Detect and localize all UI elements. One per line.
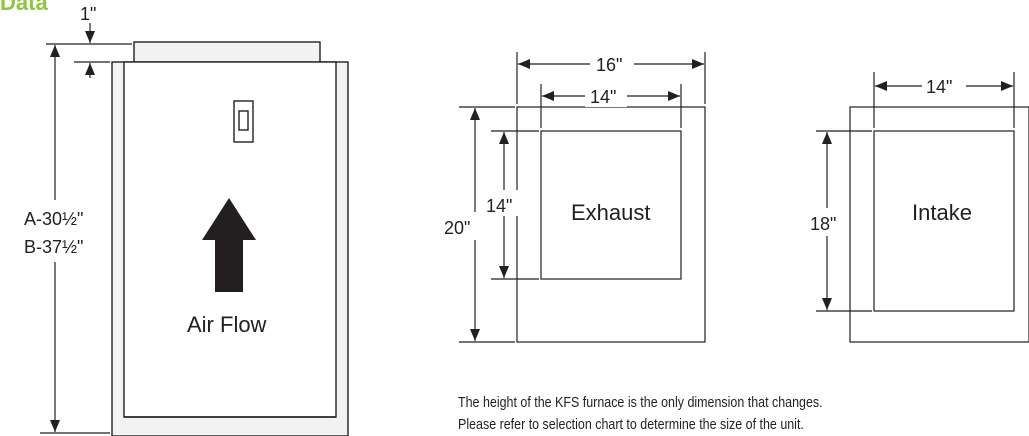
exhaust-inner-width-label: 14" [590,87,616,107]
intake-outer-frame [849,106,1029,343]
intake-inner-opening [873,130,1015,312]
furnace-top-offset-label: 1" [80,4,96,24]
intake-inner-height-label: 18" [810,214,836,234]
exhaust-name-label: Exhaust [571,200,651,225]
furnace-height-label-a: A-30½" [24,209,83,229]
caption-line-2: Please refer to selection chart to deter… [458,417,804,433]
intake-name-label: Intake [912,200,972,225]
intake-inner-width-label: 14" [926,77,952,97]
exhaust-inner-opening [540,130,682,280]
section-heading: Data [0,0,48,15]
furnace-drawing [111,41,349,436]
exhaust-outer-height-label: 20" [444,218,470,238]
exhaust-outer-width-label: 16" [596,55,622,75]
air-flow-arrow-icon [202,198,256,292]
furnace-top-flange [133,41,321,65]
air-flow-label: Air Flow [187,312,267,337]
caption: The height of the KFS furnace is the onl… [458,392,823,436]
furnace-height-label-b: B-37½" [24,237,83,257]
caption-line-1: The height of the KFS furnace is the onl… [458,395,823,411]
exhaust-inner-height-label: 14" [486,196,512,216]
